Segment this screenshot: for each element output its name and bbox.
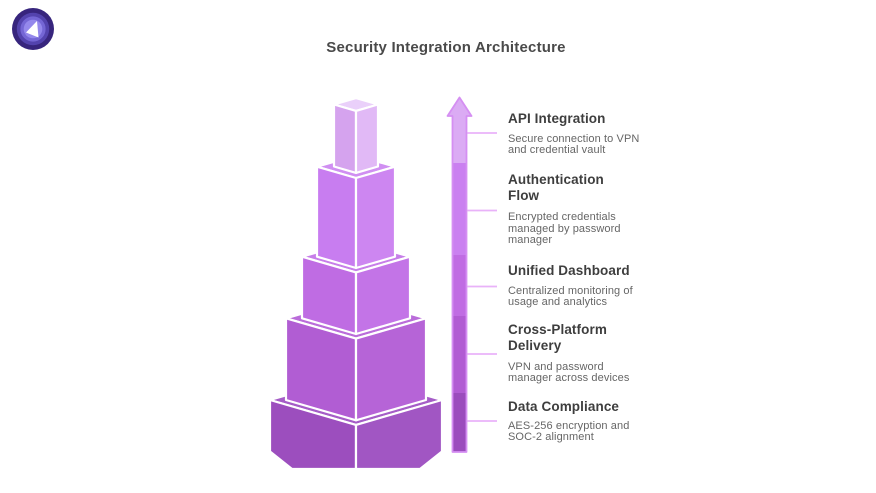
arrow-head-icon: [447, 97, 472, 116]
pyramid-level-2-left-face: [315, 165, 358, 270]
page-title: Security Integration Architecture: [326, 39, 566, 56]
pyramid-level-1-left-face: [332, 103, 358, 174]
level-heading: API Integration: [508, 111, 606, 126]
level-entry-api-integration: API Integration: [508, 111, 640, 127]
pyramid-level-2-right-face: [354, 165, 397, 270]
pyramid-level-1-right-face: [354, 103, 380, 174]
arrow-segment-2: [452, 163, 467, 255]
pyramid-level-4-right-face: [354, 317, 428, 422]
pyramid-level-5-right-face: [354, 398, 444, 471]
level-description: Encrypted credentials managed by passwor…: [508, 211, 621, 247]
level-description: AES-256 encryption and SOC-2 alignment: [508, 419, 630, 444]
level-heading: Data Compliance: [508, 399, 620, 414]
tick-lines: [467, 132, 497, 422]
progress-arrow: [446, 96, 473, 453]
level-entry-data-compliance: Data Compliance: [508, 399, 640, 415]
brand-logo-icon: [12, 8, 54, 50]
level-heading: Unified Dashboard: [508, 263, 630, 278]
arrow-segment-1: [452, 114, 467, 163]
pyramid-level-1: [332, 96, 380, 174]
level-entry-cross-platform-delivery: Cross-Platform Delivery: [508, 322, 640, 353]
arrow-segment-5: [452, 393, 467, 452]
arrow-segment-4: [452, 316, 467, 393]
level-heading: Authentication Flow: [508, 172, 604, 203]
level-heading: Cross-Platform Delivery: [508, 322, 607, 353]
arrow-outline: [446, 96, 473, 453]
level-description: VPN and password manager across devices: [508, 360, 630, 385]
pyramid-level-3-right-face: [354, 255, 412, 336]
arrow-segment-3: [452, 255, 467, 316]
level-entry-unified-dashboard: Unified Dashboard: [508, 263, 640, 279]
logo-pick-mark: [26, 21, 39, 38]
level-entry-authentication-flow: Authentication Flow: [508, 172, 640, 203]
level-description: Secure connection to VPN and credential …: [508, 132, 640, 157]
level-description: Centralized monitoring of usage and anal…: [508, 284, 633, 309]
